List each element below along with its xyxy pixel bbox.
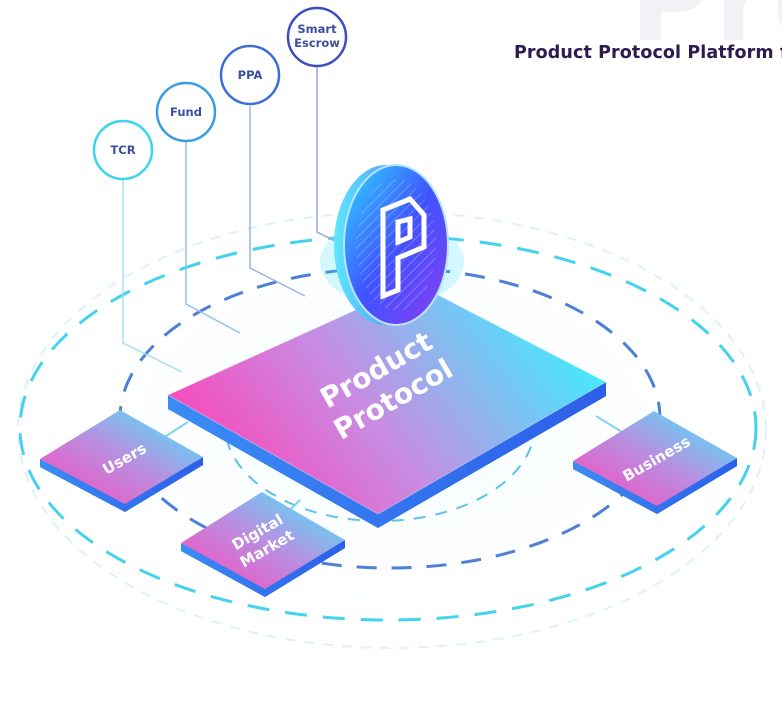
center-tile: Product Protocol (167, 282, 607, 528)
product-protocol-p-logo-icon (380, 196, 427, 300)
bubble-smart-escrow-label-line-2: Escrow (294, 36, 340, 50)
bubble-smart-escrow-circle (286, 6, 348, 68)
callout-line-fund (185, 142, 241, 334)
connector-business (595, 415, 623, 433)
business-tile: Business (573, 411, 737, 514)
bubble-smart-escrow: Smart Escrow (286, 6, 348, 68)
users-tile: Users (40, 410, 203, 512)
users-tile-top (40, 410, 203, 504)
orbit-ring-faint (17, 211, 767, 649)
background-watermark-text: Pro (630, 0, 782, 66)
business-tile-top (573, 411, 737, 506)
bubble-fund: Fund (155, 81, 217, 143)
callout-line-tcr (122, 180, 183, 373)
bubble-fund-label: Fund (170, 105, 202, 119)
bubble-ppa-label: PPA (238, 68, 263, 82)
page-heading: Product Protocol Platform for (514, 43, 782, 63)
bubble-tcr: TCR (92, 119, 154, 181)
digital-market-tile-top (181, 492, 345, 589)
bubble-tcr-label: TCR (110, 143, 135, 157)
coin (320, 164, 464, 326)
bubble-ppa-circle (219, 44, 281, 106)
bubble-fund-circle (155, 81, 217, 143)
digital-market-tile: Digital Market (181, 492, 345, 597)
center-tile-edge (168, 382, 606, 528)
bubble-tcr-circle (92, 119, 154, 181)
bubble-smart-escrow-label-line-1: Smart (297, 22, 337, 36)
center-tile-top (167, 282, 607, 515)
bubble-ppa: PPA (219, 44, 281, 106)
callout-line-ppa (249, 106, 306, 297)
